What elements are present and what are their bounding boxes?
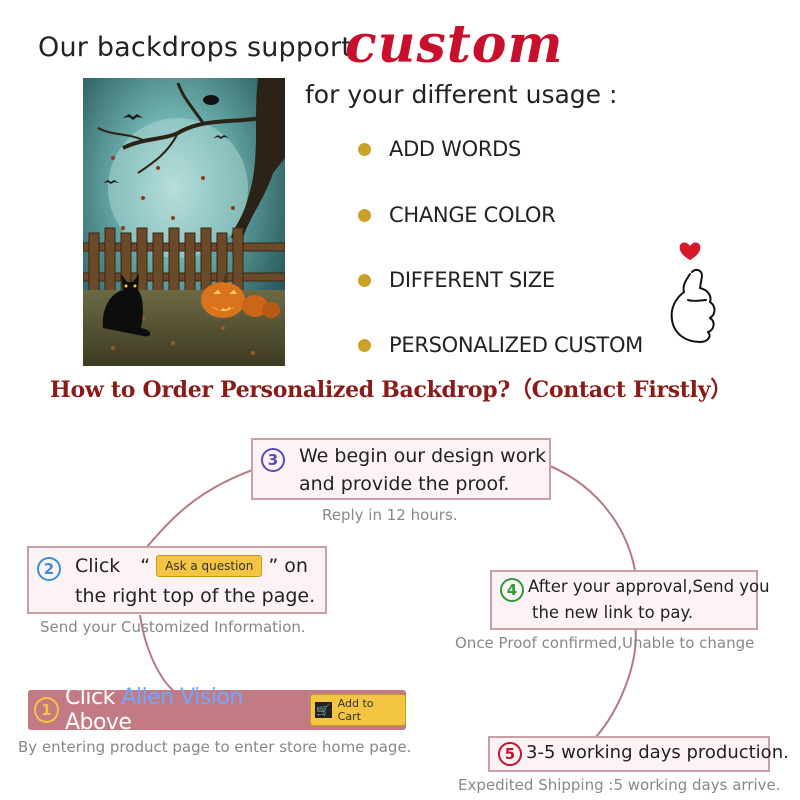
step-5-subtext: Expedited Shipping :5 working days arriv… [458, 776, 781, 794]
store-brand-link[interactable]: Allen Vision [121, 685, 243, 710]
step-1-text: Click Allen Vision Above [65, 685, 304, 735]
step-4-number: 4 [500, 578, 524, 602]
step-2-box: 2 Click “ Ask a question ” on the right … [27, 546, 327, 614]
custom-script-word: custom [345, 14, 564, 75]
step-1-subtext: By entering product page to enter store … [18, 738, 412, 756]
step-2-line1: Click “ Ask a question ” on [75, 555, 308, 577]
step-3-number: 3 [261, 448, 285, 472]
add-to-cart-button[interactable]: 🛒 Add to Cart [309, 694, 406, 726]
step-3-line1: We begin our design work [299, 445, 547, 467]
step-1-banner: 1 Click Allen Vision Above 🛒 Add to Cart [28, 685, 406, 735]
step-2-click-text: Click [75, 555, 121, 577]
step-2-subtext: Send your Customized Information. [40, 618, 306, 636]
add-to-cart-label: Add to Cart [337, 697, 374, 723]
feature-item: PERSONALIZED CUSTOM [358, 330, 643, 360]
ask-question-button[interactable]: Ask a question [156, 555, 263, 577]
step-4-line2: the new link to pay. [532, 603, 694, 622]
bullet-dot-icon [358, 142, 371, 156]
step-2-number: 2 [37, 557, 61, 581]
close-quote-on: ” on [268, 555, 308, 577]
step-4-subtext: Once Proof confirmed,Unable to change [455, 634, 755, 652]
step-5-number: 5 [498, 742, 522, 766]
open-quote: “ [140, 555, 151, 577]
header-line2: for your different usage : [305, 80, 618, 109]
feature-item: ADD WORDS [358, 134, 521, 164]
feature-item: DIFFERENT SIZE [358, 265, 555, 295]
step-4-line1: After your approval,Send you [528, 577, 770, 596]
step-2-line2: the right top of the page. [75, 585, 316, 607]
feature-label: ADD WORDS [389, 137, 522, 161]
step-5-box: 5 3-5 working days production. [488, 736, 789, 772]
feature-label: CHANGE COLOR [389, 203, 556, 227]
step-4-box: 4 After your approval,Send you the new l… [490, 570, 770, 630]
step-1-above: Above [64, 710, 132, 735]
step-1-number: 1 [34, 697, 59, 723]
step-1-click: Click [64, 685, 115, 710]
cart-icon: 🛒 [314, 702, 332, 718]
step-3-line2: and provide the proof. [299, 473, 510, 495]
halloween-backdrop-image [83, 78, 285, 366]
feature-item: CHANGE COLOR [358, 200, 556, 230]
finger-heart-hand-icon [670, 242, 716, 343]
bullet-dot-icon [358, 208, 371, 222]
step-5-line1: 3-5 working days production. [526, 742, 789, 763]
bullet-dot-icon [358, 273, 371, 287]
header-line1: Our backdrops support [38, 32, 353, 63]
step-3-box: 3 We begin our design work and provide t… [251, 438, 551, 500]
feature-label: PERSONALIZED CUSTOM [389, 333, 643, 357]
how-to-order-title: How to Order Personalized Backdrop?（Cont… [50, 377, 732, 403]
step-3-subtext: Reply in 12 hours. [322, 506, 458, 524]
bullet-dot-icon [358, 338, 371, 352]
feature-label: DIFFERENT SIZE [389, 268, 555, 292]
